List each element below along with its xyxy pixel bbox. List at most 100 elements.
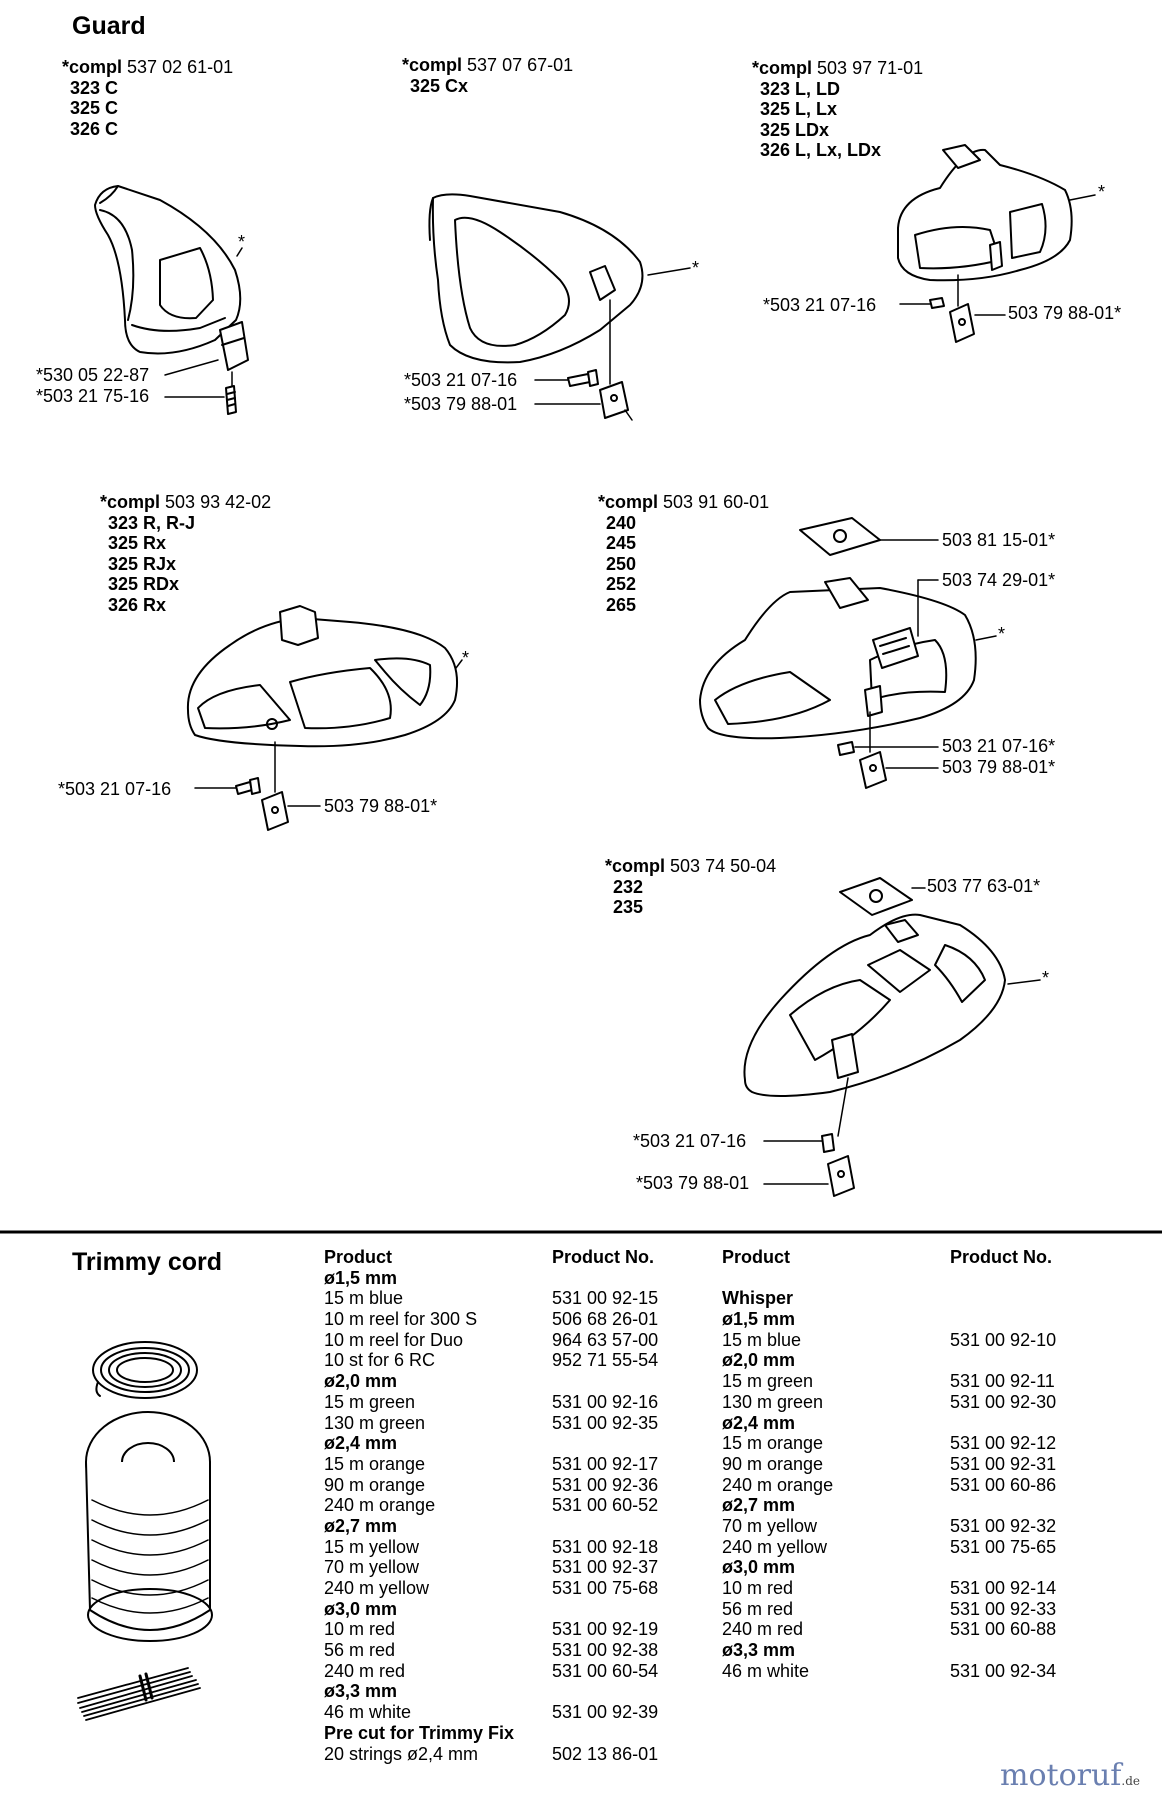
product-header: Product [324, 1247, 393, 1267]
guard-5-plate [799, 517, 881, 556]
callout-screw-2: *503 21 07-16 [404, 370, 518, 390]
product-no-cell: 531 00 92-10 [950, 1329, 1057, 1350]
product-no-cell [552, 1371, 722, 1392]
product-no-cell: 964 63 57-00 [552, 1329, 659, 1350]
product-no-cell [552, 1516, 722, 1537]
table-row: 15 m orange 531 00 92-12 [722, 1433, 1120, 1454]
product-no-cell: 531 00 92-38 [552, 1640, 659, 1661]
product-cell [722, 1268, 950, 1289]
compl-prefix: *compl [402, 55, 463, 75]
callout-screw-4: *503 21 07-16 [58, 779, 172, 799]
product-cell: ø3,3 mm [324, 1681, 398, 1702]
product-no-cell [950, 1557, 1120, 1578]
product-no-cell: 531 00 92-14 [950, 1578, 1057, 1598]
product-no-cell [552, 1723, 722, 1744]
product-no-cell [552, 1599, 722, 1620]
table-subheading-row: ø3,3 mm [324, 1681, 722, 1702]
guard-group-3: *compl 503 97 71-01 323 L, LD 325 L, Lx … [752, 58, 923, 161]
product-cell: ø2,4 mm [722, 1412, 796, 1433]
model-label: 325 RDx [108, 574, 180, 594]
guard-4-nut [261, 791, 289, 831]
callout-guard-6: * [1042, 968, 1050, 988]
guard-drawing-1 [94, 185, 242, 355]
cord-spool-drawing [85, 1411, 213, 1642]
callout-guard-3: * [1098, 182, 1106, 202]
compl-number: 537 07 67-01 [467, 55, 574, 75]
model-label: 325 LDx [760, 119, 830, 140]
guard-drawing-4 [186, 605, 458, 748]
callout-nut-6: *503 79 88-01 [636, 1173, 750, 1193]
guard-drawing-6 [743, 913, 1006, 1097]
product-cell: ø2,7 mm [324, 1515, 398, 1536]
product-cell: 15 m orange [722, 1433, 824, 1454]
product-no-cell: 531 00 92-19 [552, 1619, 659, 1640]
guard-6-nut [827, 1155, 855, 1197]
product-cell: 240 m orange [722, 1474, 834, 1495]
guard-drawing-2 [428, 193, 644, 364]
product-no-cell: 531 00 92-12 [950, 1433, 1057, 1454]
guard-drawing-3 [897, 144, 1073, 282]
product-no-cell: 531 00 92-17 [552, 1453, 659, 1474]
product-no-cell: 531 00 92-16 [552, 1391, 659, 1412]
table-row: 15 m orange 531 00 92-17 [324, 1454, 722, 1475]
compl-number: 503 97 71-01 [817, 58, 924, 78]
compl-number: 503 91 60-01 [663, 492, 770, 512]
product-no-cell [950, 1288, 1120, 1309]
compl-prefix: *compl [62, 57, 123, 77]
product-cell: 130 m green [324, 1412, 426, 1433]
product-no-cell: 531 00 75-68 [552, 1578, 659, 1598]
product-cell: 15 m green [722, 1371, 814, 1392]
product-no-cell [552, 1268, 722, 1289]
guard-group-6: *compl 503 74 50-04 232 235 [605, 856, 776, 918]
product-cell: 15 m blue [324, 1288, 404, 1309]
callout-screw-6: *503 21 07-16 [633, 1131, 747, 1151]
table-subheading-row: Pre cut for Trimmy Fix [324, 1723, 722, 1744]
product-cell: ø3,0 mm [722, 1557, 796, 1578]
product-cell: 10 st for 6 RC [324, 1350, 436, 1371]
product-cell: ø2,0 mm [722, 1350, 796, 1371]
guard-3-nut [949, 303, 975, 343]
product-cell: 240 m yellow [722, 1536, 828, 1557]
product-no-cell: 531 00 60-88 [950, 1619, 1057, 1640]
product-cell: 15 m orange [324, 1453, 426, 1474]
product-no-cell: 531 00 92-11 [950, 1371, 1055, 1392]
product-cell: ø3,3 mm [722, 1640, 796, 1661]
watermark-brand: motoruf [1000, 1758, 1122, 1793]
guard-group-5: *compl 503 91 60-01 240 245 250 252 265 [598, 492, 769, 615]
guard-2-screw [567, 369, 599, 387]
table-subheading-row: Whisper [722, 1288, 1120, 1309]
callout-clip-1: *530 05 22-87 [36, 365, 150, 385]
product-cell: 10 m reel for Duo [324, 1329, 464, 1350]
model-label: 325 C [70, 98, 119, 118]
table-row: 240 m yellow 531 00 75-68 [324, 1578, 722, 1599]
guard-5-screw [837, 741, 855, 756]
table-row: 10 m reel for Duo 964 63 57-00 [324, 1330, 722, 1351]
table-row: 15 m green 531 00 92-11 [722, 1371, 1120, 1392]
product-cell: 240 m yellow [324, 1578, 430, 1598]
model-label: 325 Cx [410, 75, 469, 96]
product-no-cell: 531 00 92-34 [950, 1660, 1057, 1681]
product-no-cell: 531 00 92-31 [950, 1453, 1057, 1474]
product-cell: 240 m orange [324, 1495, 436, 1516]
product-no-cell: 531 00 92-32 [950, 1515, 1057, 1536]
model-label: 323 R, R-J [108, 512, 196, 533]
table-subheading-row: ø2,4 mm [324, 1433, 722, 1454]
product-cell: 46 m white [324, 1702, 412, 1723]
trimmy-title: Trimmy cord [72, 1248, 223, 1276]
product-no-cell [552, 1433, 722, 1454]
model-label: 326 L, Lx, LDx [760, 140, 882, 160]
guard-drawing-5 [699, 577, 977, 740]
callout-guard-1: * [238, 232, 246, 252]
product-no-header: Product No. [950, 1247, 1052, 1267]
guard-1-clip [219, 321, 249, 371]
